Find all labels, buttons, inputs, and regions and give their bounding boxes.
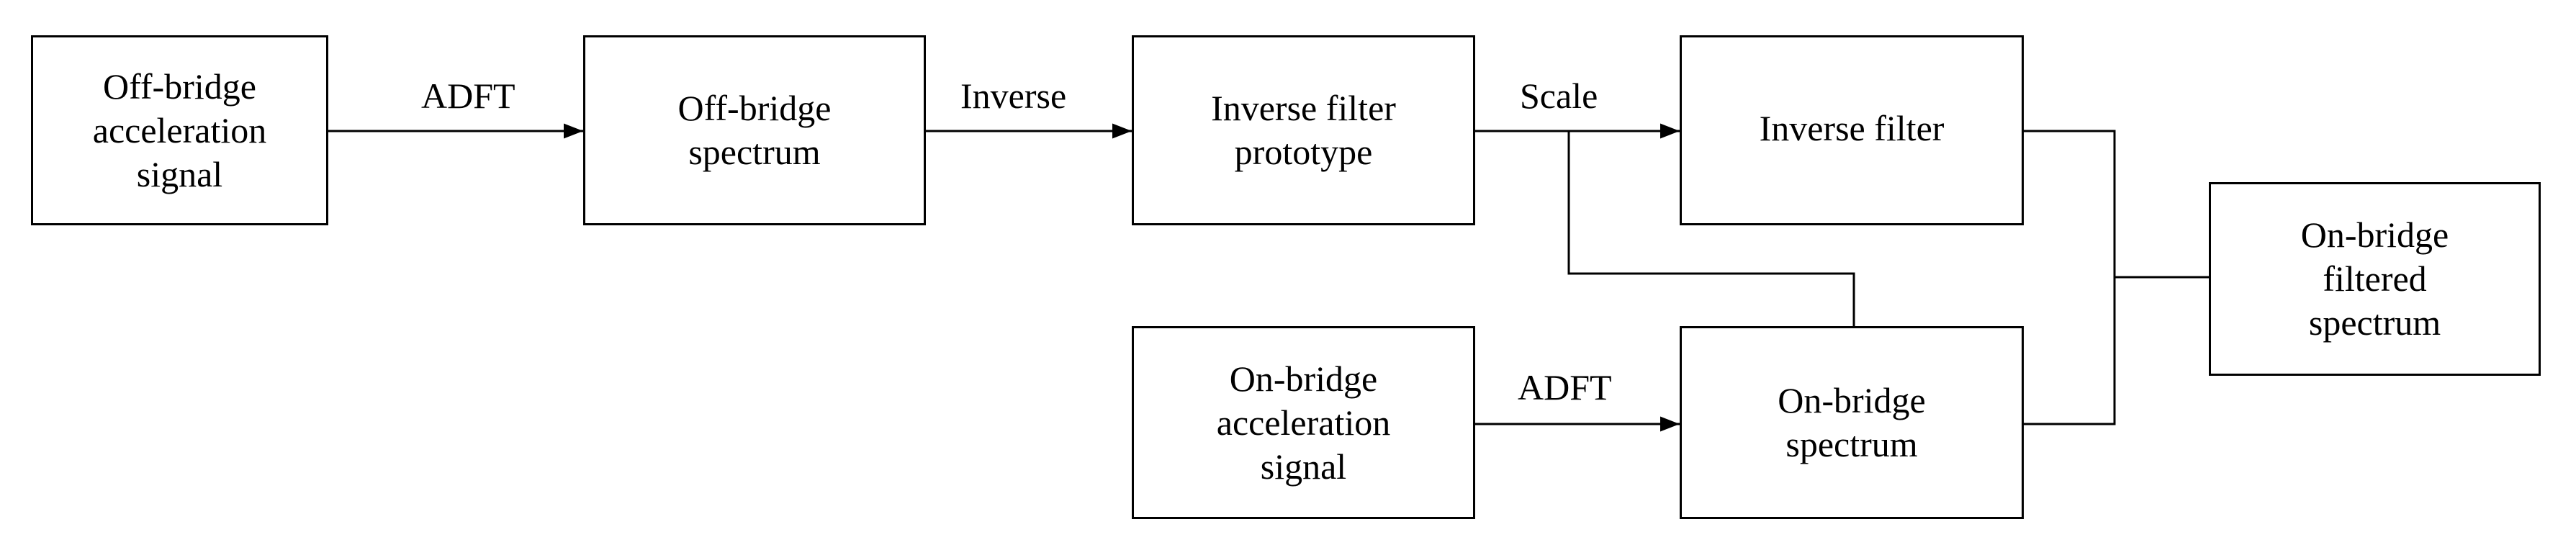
line-scale-branch-to-on-spectrum: [1567, 131, 1855, 326]
node-on-bridge-acceleration-signal: On-bridge acceleration signal: [1132, 326, 1475, 519]
node-label: Off-bridge acceleration signal: [92, 66, 267, 194]
node-label: On-bridge spectrum: [1778, 380, 1926, 464]
node-label: Inverse filter: [1759, 108, 1945, 148]
edge-label-inverse: Inverse: [960, 76, 1067, 116]
edge-label-adft-top: ADFT: [421, 76, 515, 116]
node-label: On-bridge filtered spectrum: [2300, 215, 2449, 343]
node-on-bridge-spectrum: On-bridge spectrum: [1680, 326, 2024, 519]
line-inverse-filter-to-merge: [2024, 130, 2116, 425]
node-inverse-filter-prototype: Inverse filter prototype: [1132, 35, 1475, 225]
node-label: Inverse filter prototype: [1211, 88, 1396, 172]
node-off-bridge-spectrum: Off-bridge spectrum: [583, 35, 926, 225]
node-on-bridge-filtered-spectrum: On-bridge filtered spectrum: [2209, 182, 2541, 376]
node-off-bridge-acceleration-signal: Off-bridge acceleration signal: [31, 35, 328, 225]
node-inverse-filter: Inverse filter: [1680, 35, 2024, 225]
edge-label-adft-bottom: ADFT: [1518, 367, 1612, 407]
edge-label-scale: Scale: [1520, 76, 1598, 116]
node-label: On-bridge acceleration signal: [1216, 358, 1391, 487]
node-label: Off-bridge spectrum: [677, 88, 832, 172]
